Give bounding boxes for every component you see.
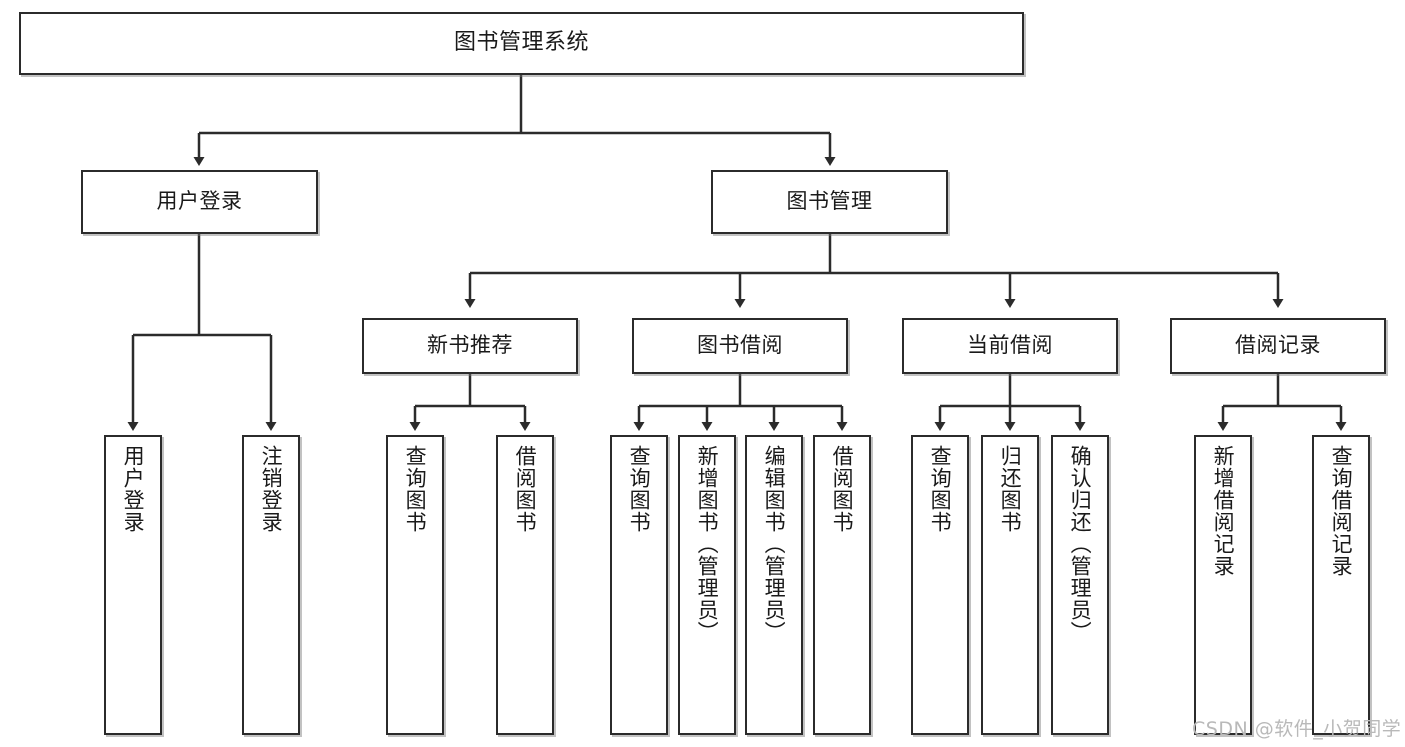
node-user-login[interactable]: 用户登录 [81,170,318,234]
node-user-login-label: 用户登录 [156,189,243,214]
node-leaf-query-book-2[interactable]: 查询图书 [610,435,668,735]
node-new-book-recommend[interactable]: 新书推荐 [362,318,578,374]
node-new-book-recommend-label: 新书推荐 [427,333,513,358]
node-root-label: 图书管理系统 [453,30,589,56]
node-leaf-borrow-book-1[interactable]: 借阅图书 [496,435,554,735]
node-leaf-query-book-1[interactable]: 查询图书 [386,435,444,735]
node-book-manage[interactable]: 图书管理 [711,170,948,234]
node-leaf-borrow-book-2-label: 借阅图书 [830,445,855,533]
node-leaf-edit-book-label: 编辑图书（管理员） [762,445,787,643]
node-book-borrow-label: 图书借阅 [697,333,783,358]
node-borrow-record-label: 借阅记录 [1235,333,1321,358]
node-leaf-confirm-return[interactable]: 确认归还（管理员） [1051,435,1109,735]
node-leaf-query-book-2-label: 查询图书 [627,445,652,533]
node-leaf-query-book-3[interactable]: 查询图书 [911,435,969,735]
node-leaf-query-record-label: 查询借阅记录 [1329,445,1354,577]
node-leaf-add-record-label: 新增借阅记录 [1211,445,1236,577]
node-root-book-management-system[interactable]: 图书管理系统 [19,12,1024,75]
node-current-borrow-label: 当前借阅 [967,333,1053,358]
node-leaf-return-book-label: 归还图书 [998,445,1023,533]
node-leaf-logout-label: 注销登录 [259,445,284,533]
node-leaf-query-book-1-label: 查询图书 [403,445,428,533]
node-leaf-add-book[interactable]: 新增图书（管理员） [678,435,736,735]
node-book-borrow[interactable]: 图书借阅 [632,318,848,374]
node-leaf-borrow-book-2[interactable]: 借阅图书 [813,435,871,735]
node-leaf-confirm-return-label: 确认归还（管理员） [1068,445,1093,643]
node-leaf-user-login[interactable]: 用户登录 [104,435,162,735]
node-leaf-query-record[interactable]: 查询借阅记录 [1312,435,1370,735]
node-leaf-logout[interactable]: 注销登录 [242,435,300,735]
node-leaf-add-book-label: 新增图书（管理员） [695,445,720,643]
node-leaf-return-book[interactable]: 归还图书 [981,435,1039,735]
node-book-manage-label: 图书管理 [786,189,873,214]
node-leaf-user-login-label: 用户登录 [121,445,146,533]
node-borrow-record[interactable]: 借阅记录 [1170,318,1386,374]
node-leaf-add-record[interactable]: 新增借阅记录 [1194,435,1252,735]
node-leaf-borrow-book-1-label: 借阅图书 [513,445,538,533]
node-leaf-query-book-3-label: 查询图书 [928,445,953,533]
node-current-borrow[interactable]: 当前借阅 [902,318,1118,374]
csdn-watermark: CSDN @软件_小贺同学 [1192,718,1402,740]
node-leaf-edit-book[interactable]: 编辑图书（管理员） [745,435,803,735]
